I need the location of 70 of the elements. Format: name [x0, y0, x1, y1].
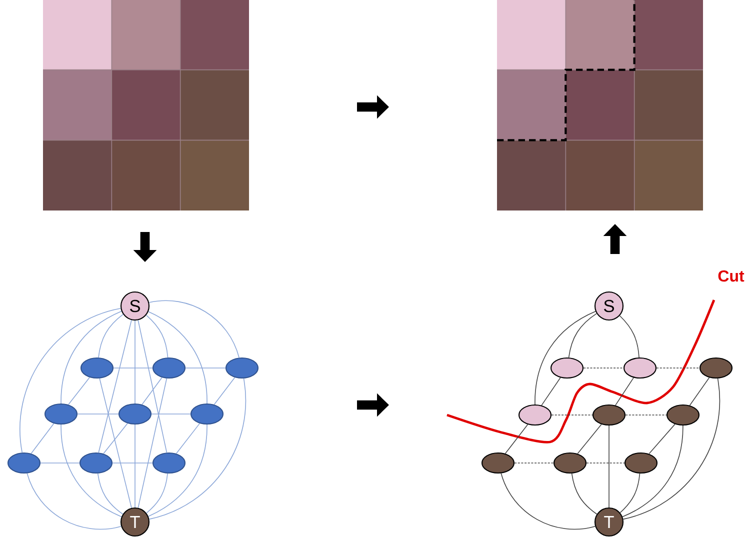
graph-node: [44, 403, 78, 425]
connector-line: [176, 423, 200, 454]
connector-line: [689, 377, 710, 406]
connector-line: [514, 462, 554, 464]
connector-line: [103, 423, 128, 454]
connector-line: [20, 308, 122, 453]
graph-node: [623, 357, 657, 379]
cut-label: Cut: [718, 270, 744, 282]
terminal-node: T: [120, 507, 150, 537]
graph-node: [225, 357, 259, 379]
graph-node: [592, 404, 626, 426]
connector-line: [138, 378, 168, 508]
graph-node: [481, 452, 515, 474]
connector-line: [60, 424, 122, 518]
connector-line: [99, 378, 132, 508]
connector-line: [577, 424, 602, 454]
connector-line: [146, 314, 168, 358]
connector-line: [608, 425, 610, 508]
graph-node: [152, 357, 186, 379]
connector-line: [97, 473, 124, 515]
graph-node: [666, 404, 700, 426]
connector-line: [622, 378, 720, 520]
connector-line: [142, 377, 162, 405]
graph-node: [80, 357, 114, 379]
connector-line: [148, 300, 240, 358]
graph-node: [553, 452, 587, 474]
graph-node: [79, 452, 113, 474]
connector-line: [138, 320, 168, 453]
picture: [496, 0, 704, 211]
terminal-node: S: [594, 291, 624, 321]
connector-line: [534, 310, 596, 405]
graph-node: [190, 403, 224, 425]
connector-line: [620, 473, 640, 514]
picture: [42, 0, 250, 211]
connector-line: [551, 414, 593, 416]
connector-line: [148, 424, 208, 517]
terminal-node: T: [594, 507, 624, 537]
connector-line: [112, 462, 153, 464]
connector-line: [586, 462, 625, 464]
connector-line: [615, 377, 634, 406]
connector-line: [622, 425, 684, 518]
graph-node: [699, 357, 733, 379]
connector-line: [148, 378, 246, 520]
connector-line: [134, 424, 136, 508]
connector-line: [148, 311, 208, 404]
graph-node: [118, 403, 152, 425]
connector-line: [98, 320, 132, 453]
connector-line: [500, 472, 596, 530]
graph-node: [7, 452, 41, 474]
connector-line: [98, 314, 124, 358]
connector-line: [571, 473, 598, 515]
connector-line: [26, 472, 122, 530]
connector-line: [214, 377, 236, 405]
connector-line: [40, 462, 80, 464]
connector-line: [60, 310, 122, 404]
graph-node: [152, 452, 186, 474]
connector-line: [146, 473, 168, 514]
connector-line: [619, 315, 640, 358]
connector-line: [134, 320, 136, 404]
terminal-node: S: [120, 291, 150, 321]
connector-line: [568, 313, 597, 358]
graph-node: [624, 452, 658, 474]
graph-node: [518, 404, 552, 426]
connector-line: [625, 414, 667, 416]
connector-line: [541, 377, 561, 406]
connector-line: [504, 424, 528, 454]
connector-line: [648, 424, 676, 454]
graph-node: [550, 357, 584, 379]
connector-line: [30, 423, 54, 454]
connector-line: [68, 377, 90, 405]
